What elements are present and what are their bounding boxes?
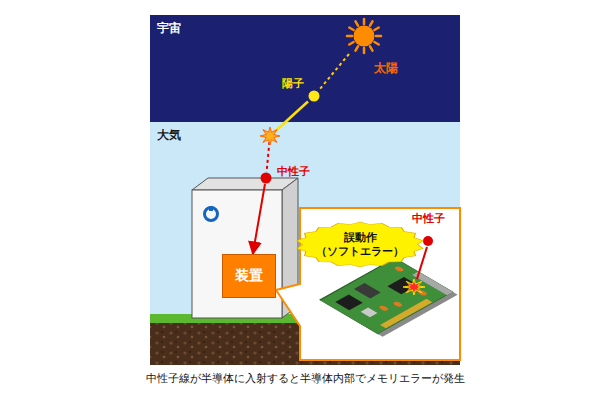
building-front [192, 190, 282, 318]
particle-path [253, 184, 265, 254]
neutron-path [417, 247, 427, 279]
space-fill [150, 15, 460, 122]
connector-line [253, 184, 265, 254]
neutron-dot: 中性子 [260, 172, 272, 184]
device-box: 装置 [222, 254, 276, 298]
particle-label: 太陽 [374, 60, 398, 77]
particle-label: 陽子 [282, 76, 304, 91]
logo-icon-notch [209, 206, 213, 211]
circuit-board [320, 258, 458, 337]
space-band: 太陽陽子 宇宙 [150, 15, 460, 122]
collision-burst [260, 127, 280, 145]
region-label: 大気 [157, 127, 181, 144]
error-label: 誤動作 （ソフトエラー） [316, 231, 404, 257]
particle-label: 中性子 [412, 211, 445, 226]
error-burst [403, 279, 425, 295]
callout-box [276, 208, 460, 360]
neutron-dot [423, 236, 433, 246]
particle-shape [260, 172, 272, 184]
sun-circle: 太陽 [346, 18, 382, 54]
proton-dot: 陽子 [308, 90, 320, 102]
caption: 中性子線が半導体に入射すると半導体内部でメモリエラーが発生 [0, 371, 610, 386]
region-label: 宇宙 [157, 20, 181, 37]
error-burst-label: 誤動作 （ソフトエラー） [296, 222, 424, 267]
particle-shape [308, 90, 320, 102]
particle-label: 中性子 [277, 164, 310, 179]
particle-path [319, 54, 349, 90]
device-label: 装置 [235, 267, 263, 285]
connector-line [319, 54, 349, 90]
sun-shape [346, 18, 382, 54]
building-top [192, 178, 298, 190]
